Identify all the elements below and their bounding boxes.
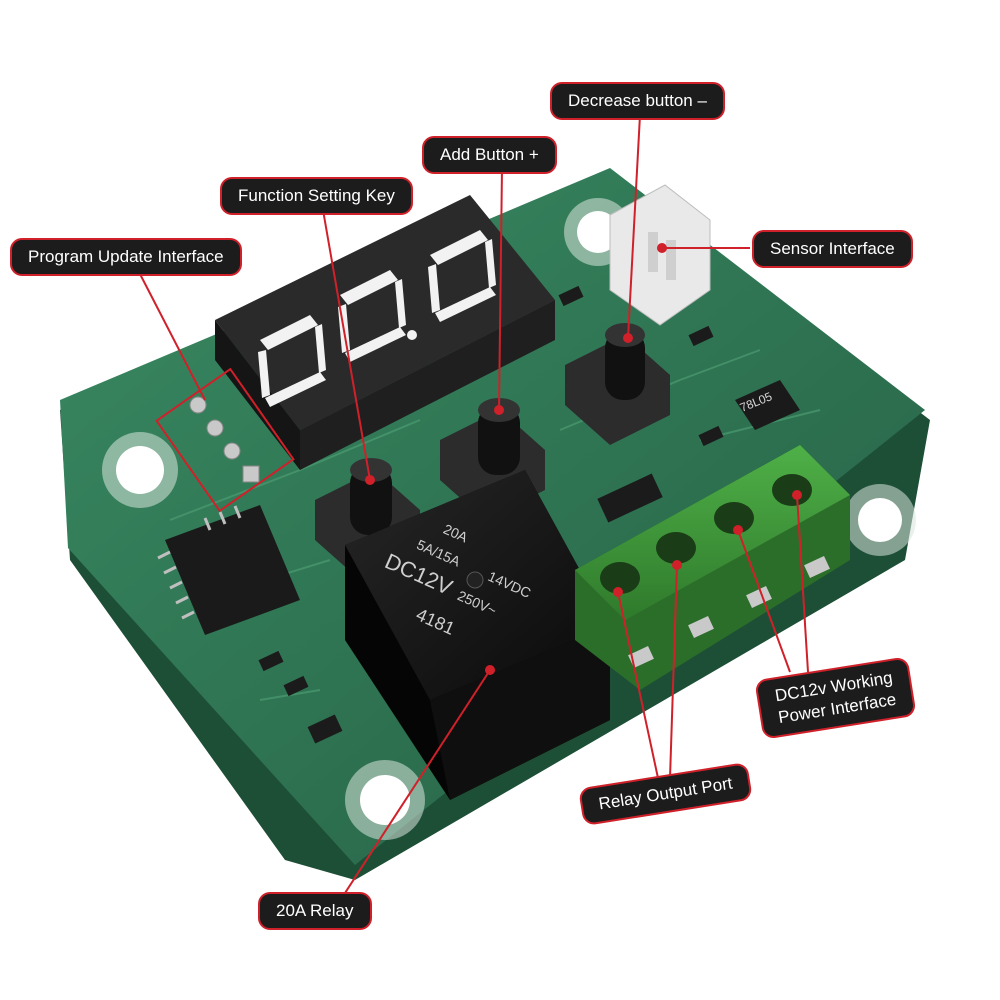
function-setting-key-label: Function Setting Key <box>220 177 413 215</box>
program-update-interface-label: Program Update Interface <box>10 238 242 276</box>
seven-segment-display <box>215 195 555 470</box>
decrease-button-label: Decrease button – <box>550 82 725 120</box>
program-header-pins <box>189 396 260 483</box>
leader-lines <box>139 114 809 894</box>
add-button-label: Add Button + <box>422 136 557 174</box>
mounting-holes <box>102 198 916 840</box>
sensor-interface-label: Sensor Interface <box>752 230 913 268</box>
relay-20a: 20A 5A/15A DC12V 14VDC 250V~ 4181 <box>345 470 610 800</box>
ic-chip <box>157 505 300 635</box>
display-digits <box>258 230 496 407</box>
voltage-regulator: 78L05 <box>735 380 800 430</box>
smd-components <box>258 285 724 744</box>
tactile-buttons <box>315 323 670 580</box>
relay-20a-label: 20A Relay <box>258 892 372 930</box>
anchor-dots <box>365 243 802 675</box>
decrease-button-switch <box>565 323 670 445</box>
terminal-block <box>575 445 850 690</box>
program-header-highlight <box>155 367 295 513</box>
